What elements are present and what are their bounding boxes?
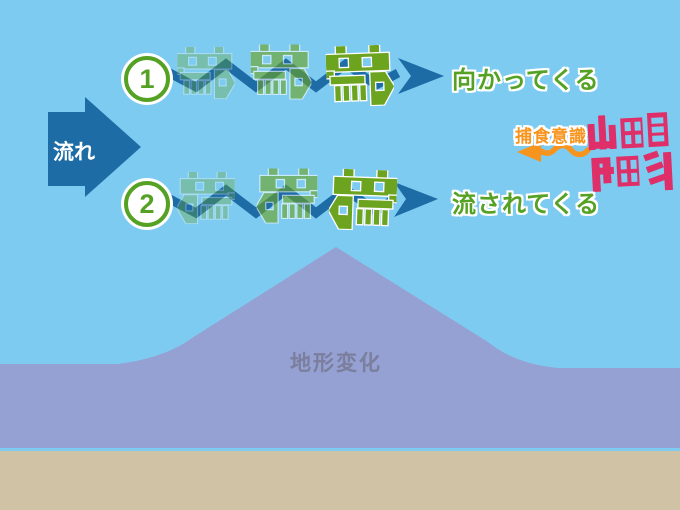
row2-label: 流されてくる xyxy=(452,191,601,218)
row2-baitfish-icon-mid xyxy=(256,168,318,224)
row2-baitfish-icon-faint xyxy=(177,171,235,225)
current-arrow-label: 流れ xyxy=(53,141,95,164)
row1-baitfish-icon-faint xyxy=(177,46,235,100)
row1-arrowhead-icon xyxy=(398,58,444,94)
row2-number: 2 xyxy=(139,188,155,219)
water-seam-line xyxy=(0,448,680,451)
row1-label: 向かってくる xyxy=(452,67,600,94)
predation-awareness-label: 捕食意識 xyxy=(515,127,587,146)
terrain-mound xyxy=(0,247,680,510)
row2-number-badge: 2 xyxy=(124,181,170,227)
row2-arrowhead-icon xyxy=(394,182,438,217)
sand-bottom xyxy=(0,451,680,510)
predation-arrowhead-icon xyxy=(517,142,541,162)
row1-baitfish-icon-mid xyxy=(250,44,312,100)
terrain-change-label: 地形変化 xyxy=(290,352,382,375)
predation-arrow xyxy=(517,142,591,162)
seabass-icon xyxy=(587,111,673,195)
current-arrow xyxy=(48,97,141,197)
row1-number-badge: 1 xyxy=(124,56,170,102)
row1-number: 1 xyxy=(139,63,155,94)
